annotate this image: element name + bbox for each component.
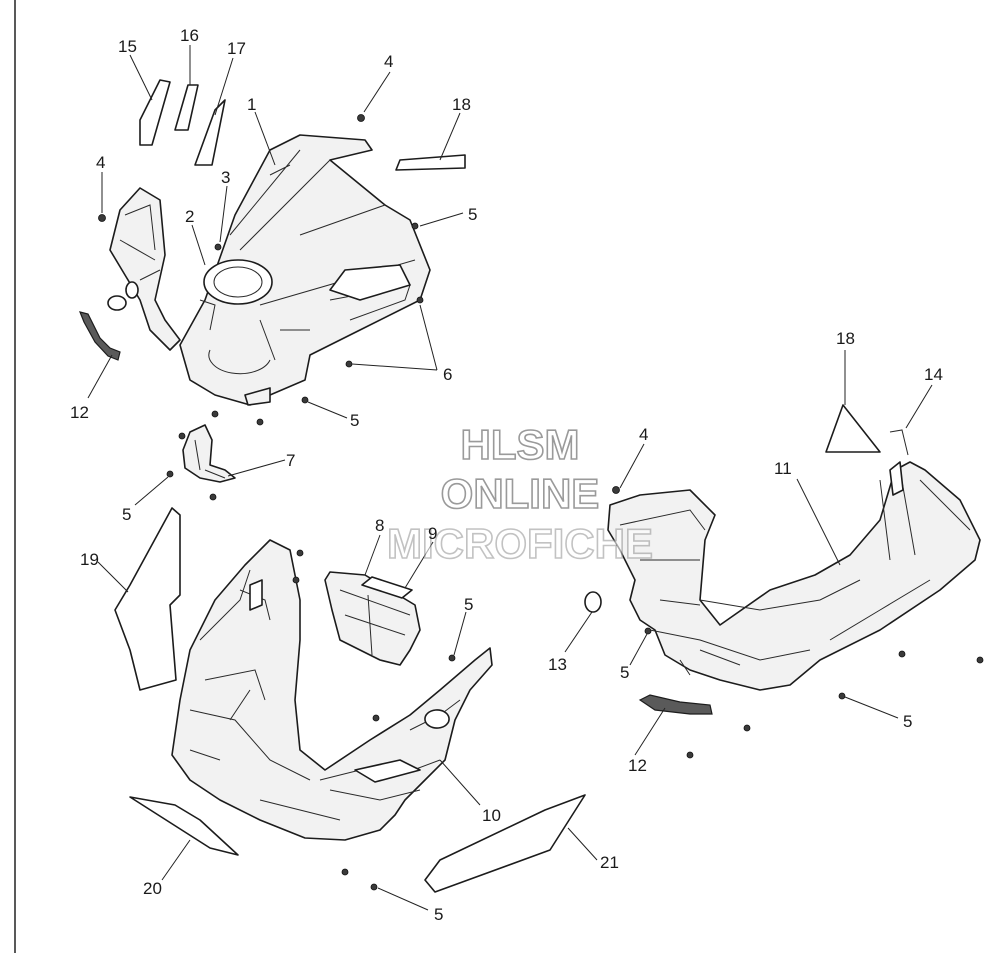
callout-5-e: 5	[434, 905, 443, 924]
watermark-line-2: ONLINE	[441, 470, 600, 517]
callout-2: 2	[185, 207, 194, 226]
callout-12-left: 12	[70, 403, 89, 422]
callout-5-b: 5	[350, 411, 359, 430]
watermark: HLSM ONLINE MICROFICHE	[386, 420, 654, 568]
callout-13: 13	[548, 655, 567, 674]
decals-15-16-17	[139, 79, 226, 166]
decal-19	[114, 507, 181, 691]
callout-17: 17	[227, 39, 246, 58]
callout-10: 10	[482, 806, 501, 825]
callout-5-f: 5	[620, 663, 629, 682]
part-left-vent	[107, 187, 181, 351]
part-7-bracket	[182, 424, 236, 483]
decal-21	[424, 794, 586, 893]
part-12-right-latch	[638, 694, 713, 715]
callout-4-right: 4	[639, 425, 648, 444]
decal-9	[361, 576, 413, 599]
watermark-line-1: HLSM	[461, 421, 580, 468]
watermark-line-3: MICROFICHE	[387, 520, 653, 567]
callout-5-d: 5	[464, 595, 473, 614]
callout-6: 6	[443, 365, 452, 384]
fasteners	[98, 114, 984, 891]
part-13-plug	[584, 591, 602, 613]
decal-18-top	[395, 154, 466, 171]
callout-12-right: 12	[628, 756, 647, 775]
callout-8: 8	[375, 516, 384, 535]
part-12-left-latch	[79, 311, 121, 361]
callout-5-c: 5	[122, 505, 131, 524]
callout-19: 19	[80, 550, 99, 569]
leader-lines	[87, 45, 933, 911]
callout-1: 1	[247, 95, 256, 114]
callout-16: 16	[180, 26, 199, 45]
callout-14: 14	[924, 365, 943, 384]
callout-5-a: 5	[468, 205, 477, 224]
callout-4-top: 4	[384, 52, 393, 71]
callout-21: 21	[600, 853, 619, 872]
callout-18-top: 18	[452, 95, 471, 114]
part-upper-bulkhead	[179, 134, 431, 406]
callout-20: 20	[143, 879, 162, 898]
callout-5-g: 5	[903, 712, 912, 731]
callout-15: 15	[118, 37, 137, 56]
part-11-side-panel	[607, 461, 981, 691]
decal-20	[129, 796, 239, 856]
callout-4-left: 4	[96, 153, 105, 172]
callout-18-right: 18	[836, 329, 855, 348]
callout-11: 11	[774, 459, 792, 478]
callout-9: 9	[428, 524, 437, 543]
decal-18-right	[825, 404, 881, 453]
callout-labels: 15 16 17 4 1 18 4 3 2 5 6 12 5 7 5 19 8 …	[70, 26, 943, 924]
part-14-hex-key	[889, 429, 909, 456]
callout-3: 3	[221, 168, 230, 187]
callout-7: 7	[286, 451, 295, 470]
part-10-lower-shroud	[171, 539, 493, 841]
